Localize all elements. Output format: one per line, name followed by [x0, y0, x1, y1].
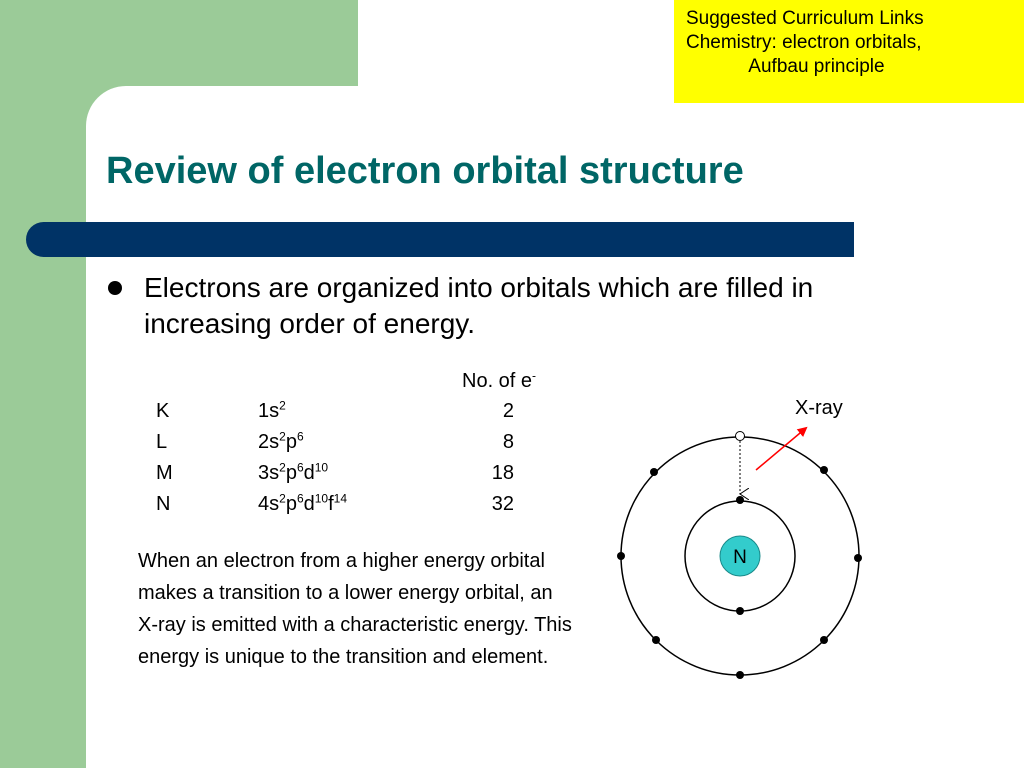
config-sup: 2 [279, 460, 286, 475]
electron [854, 554, 862, 562]
config-part: f [328, 493, 334, 515]
title-underline-bar [26, 222, 854, 257]
config-part: 2s [258, 431, 280, 453]
config-sup: 6 [296, 429, 304, 444]
config-sup: 14 [333, 491, 348, 506]
row-l-config: 2s2p6 [258, 430, 304, 454]
curriculum-line-1: Suggested Curriculum Links [686, 8, 924, 29]
curriculum-line-3: Aufbau principle [686, 56, 885, 77]
row-m-count: 18 [491, 462, 514, 484]
config-part: d [303, 462, 315, 484]
nucleus [719, 535, 761, 577]
config-part: 1s [258, 400, 280, 422]
config-part: p [285, 493, 297, 515]
row-n-config: 4s2p6d10f14 [258, 492, 347, 516]
config-part: p [285, 431, 297, 453]
curriculum-links-box: Suggested Curriculum Links Chemistry: el… [674, 0, 1024, 103]
content-panel [86, 86, 1024, 768]
table-header: No. of e- [462, 369, 536, 393]
config-sup: 6 [296, 491, 304, 506]
row-m-shell: M [156, 462, 173, 484]
electron [736, 671, 744, 679]
config-sup: 6 [296, 460, 304, 475]
row-k-config: 1s2 [258, 399, 286, 423]
config-sup: 10 [314, 460, 329, 475]
config-part: p [285, 462, 297, 484]
slide-title: Review of electron orbital structure [106, 150, 744, 192]
electron [736, 496, 744, 504]
table-header-label: No. of e [462, 370, 533, 392]
row-k-count: 2 [502, 400, 514, 422]
table-header-sup: - [532, 368, 537, 383]
atom-diagram: N X-ray [617, 397, 862, 679]
nucleus-label: N [733, 547, 747, 568]
config-part: d [303, 493, 315, 515]
vacancy [735, 431, 745, 441]
row-n-count: 32 [491, 493, 514, 515]
curriculum-line-2: Chemistry: electron orbitals, [686, 32, 922, 53]
row-m-config: 3s2p6d10 [258, 461, 328, 485]
electron [650, 468, 658, 476]
config-sup: 2 [279, 398, 286, 413]
config-sup: 10 [314, 491, 329, 506]
config-sup: 2 [279, 429, 286, 444]
electron [820, 636, 828, 644]
electron [652, 636, 660, 644]
row-n-shell: N [156, 493, 171, 515]
config-part: 4s [258, 493, 280, 515]
row-k-shell: K [156, 400, 170, 422]
xray-arrow [755, 426, 808, 471]
bullet-text: Electrons are organized into orbitals wh… [144, 272, 814, 339]
row-l-count: 8 [502, 431, 514, 453]
row-l-shell: L [156, 431, 168, 453]
explanation-text: When an electron from a higher energy or… [138, 550, 572, 668]
electron [617, 552, 625, 560]
electron [736, 607, 744, 615]
xray-label: X-ray [795, 397, 843, 419]
bullet-icon [108, 281, 122, 295]
config-sup: 2 [279, 491, 286, 506]
electron [820, 466, 828, 474]
config-part: 3s [258, 462, 280, 484]
